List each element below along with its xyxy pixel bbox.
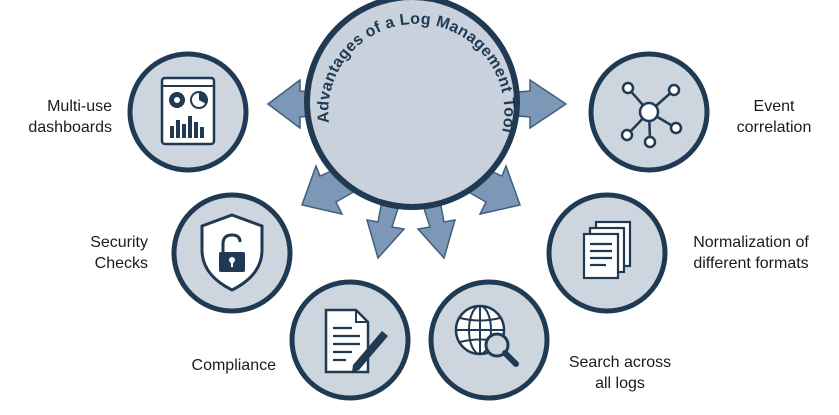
label-dashboards: Multi-use dashboards xyxy=(16,96,112,138)
label-event-line2: correlation xyxy=(736,119,812,136)
label-search-line1: Search across xyxy=(568,354,672,371)
dashboard-icon xyxy=(160,76,216,146)
label-normalization: Normalization of different formats xyxy=(676,232,826,274)
label-search: Search across all logs xyxy=(556,352,684,394)
label-normalization-line2: different formats xyxy=(693,255,809,272)
label-compliance-line1: Compliance xyxy=(191,357,276,374)
center-circle xyxy=(304,0,520,210)
label-event: Event correlation xyxy=(724,96,824,138)
documents-icon xyxy=(582,220,632,280)
label-dashboards-line2: dashboards xyxy=(28,119,112,136)
label-security-line1: Security xyxy=(90,234,148,251)
label-security: Security Checks xyxy=(52,232,148,274)
label-dashboards-line1: Multi-use xyxy=(47,98,112,115)
label-event-line1: Event xyxy=(753,98,795,115)
document-pen-icon xyxy=(324,308,388,374)
label-normalization-line1: Normalization of xyxy=(693,234,809,251)
label-search-line2: all logs xyxy=(595,375,645,392)
globe-search-icon xyxy=(454,304,519,367)
label-compliance: Compliance xyxy=(150,355,276,376)
shield-lock-icon xyxy=(200,213,264,292)
label-security-line2: Checks xyxy=(94,255,148,272)
network-icon xyxy=(620,81,683,149)
